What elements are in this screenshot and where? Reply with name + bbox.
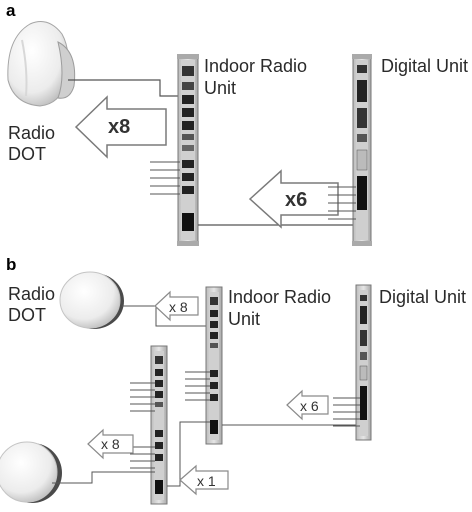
cable-dot-a-to-iru xyxy=(68,79,178,97)
iru-b-lower-port-cables xyxy=(130,382,155,469)
du-a-port-cables xyxy=(328,186,356,220)
arrow-b-low: x 8 xyxy=(87,428,134,460)
radio-dot-a-label-1: Radio xyxy=(8,123,55,143)
cable-iru-lower-to-upper xyxy=(167,421,210,487)
du-a-label: Digital Unit xyxy=(381,56,468,76)
du-b-label: Digital Unit xyxy=(379,287,466,307)
radio-dot-b-label-1: Radio xyxy=(8,284,55,304)
radio-dot-b-top-device xyxy=(59,271,124,329)
panel-a-letter: a xyxy=(6,1,16,20)
indoor-radio-unit-b-lower xyxy=(150,345,168,505)
iru-a-port-cables xyxy=(150,161,180,195)
cable-dot-b-top-to-iru xyxy=(122,305,207,327)
arrow-a-x6: x6 xyxy=(248,169,339,229)
iru-b-label-2: Unit xyxy=(228,309,260,329)
iru-a-label-2: Unit xyxy=(204,78,236,98)
iru-b-upper-port-cables xyxy=(185,371,210,401)
arrow-b-mid: x 6 xyxy=(286,389,329,421)
arrow-a-x8-label: x8 xyxy=(108,116,130,138)
panel-b-letter: b xyxy=(6,255,16,274)
radio-dot-a-label-2: DOT xyxy=(8,144,46,164)
arrow-b-mid-label: x 6 xyxy=(300,398,319,414)
arrow-b-top-label: x 8 xyxy=(169,299,188,315)
indoor-radio-unit-b-upper xyxy=(205,286,223,445)
arrow-b-top: x 8 xyxy=(154,290,199,322)
digital-unit-b xyxy=(355,284,372,441)
panel-b: b Radio DOT x 8 xyxy=(0,255,466,505)
cable-dot-b-bottom-to-iru xyxy=(52,471,155,484)
arrow-b-bottom-label: x 1 xyxy=(197,473,216,489)
digital-unit-a xyxy=(352,54,372,246)
iru-b-label-1: Indoor Radio xyxy=(228,287,331,307)
indoor-radio-unit-a xyxy=(177,54,199,246)
iru-a-label-1: Indoor Radio xyxy=(204,56,307,76)
radio-dot-b-label-2: DOT xyxy=(8,305,46,325)
arrow-b-low-label: x 8 xyxy=(101,436,120,452)
radio-dot-a-device xyxy=(7,21,76,107)
du-b-port-cables xyxy=(333,397,360,427)
panel-a: a Radio DOT x8 xyxy=(6,1,468,246)
arrow-a-x8: x8 xyxy=(74,95,167,159)
radio-dot-b-bottom-device xyxy=(0,441,62,503)
arrow-b-bottom: x 1 xyxy=(179,464,229,496)
arrow-a-x6-label: x6 xyxy=(285,189,307,211)
